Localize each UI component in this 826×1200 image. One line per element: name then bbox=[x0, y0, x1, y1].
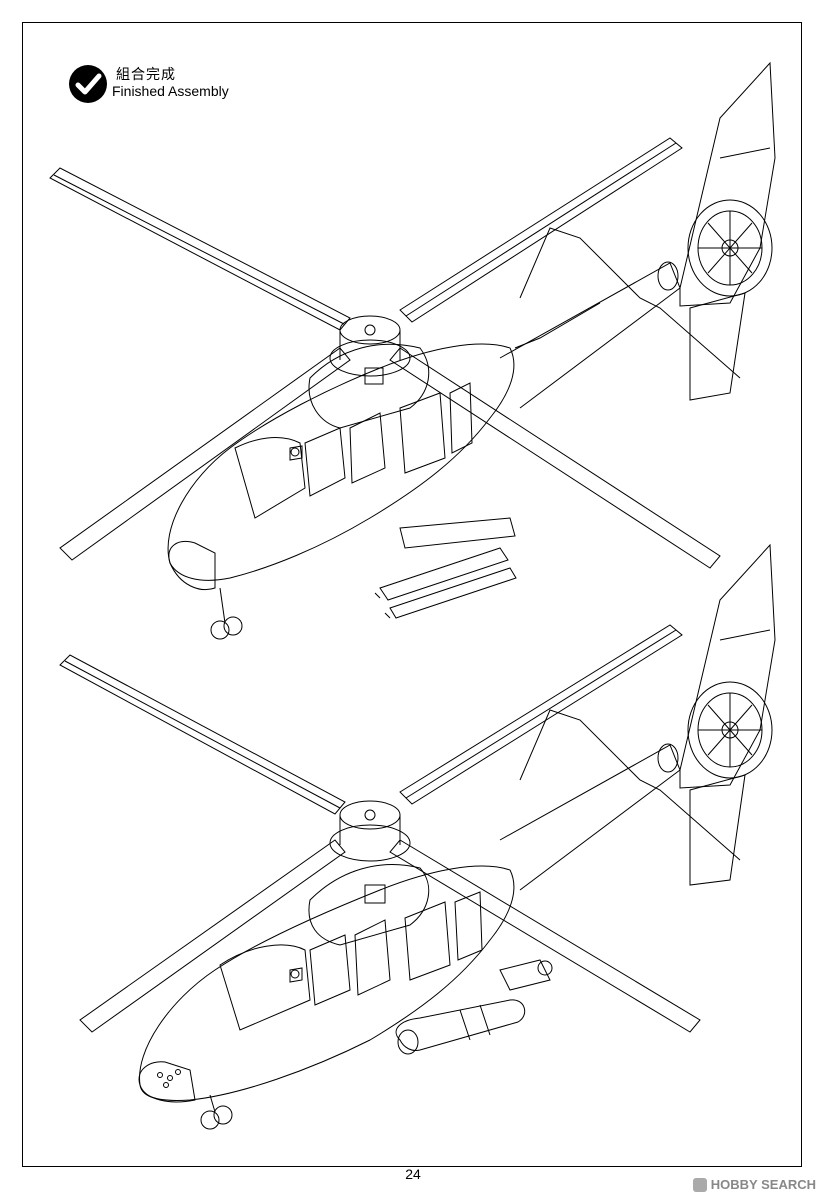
helicopter-illustration-bottom bbox=[40, 540, 800, 1150]
horizontal-stabilizer bbox=[520, 710, 745, 885]
tail-fin bbox=[680, 545, 775, 788]
rotor-blade-front-left bbox=[80, 840, 345, 1032]
tail-fin bbox=[680, 63, 775, 306]
rotor-hub bbox=[330, 801, 410, 861]
fenestron-fan bbox=[688, 682, 772, 778]
landing-gear bbox=[211, 588, 242, 639]
hobby-search-logo-icon bbox=[692, 1177, 707, 1192]
watermark: HOBBY SEARCH bbox=[692, 1177, 816, 1192]
rotor-blade-front-right bbox=[390, 348, 720, 568]
section-title-chinese: 組合完成 bbox=[116, 66, 176, 82]
helicopter-illustration-top bbox=[40, 48, 800, 648]
rotor-blade-front-left bbox=[60, 348, 350, 560]
tail-boom bbox=[500, 262, 680, 408]
horizontal-stabilizer bbox=[520, 228, 745, 400]
landing-gear bbox=[201, 1095, 232, 1129]
check-circle-icon bbox=[69, 65, 107, 103]
watermark-text: HOBBY SEARCH bbox=[710, 1177, 816, 1192]
rotor-blade-left bbox=[50, 168, 350, 330]
missile-rack bbox=[375, 518, 516, 618]
section-title-english: Finished Assembly bbox=[112, 83, 229, 99]
torpedo-pod bbox=[396, 960, 552, 1054]
fenestron-fan bbox=[688, 200, 772, 296]
nose bbox=[139, 1062, 195, 1102]
rotor-blade-right bbox=[400, 625, 682, 804]
fuselage bbox=[168, 344, 514, 580]
rotor-blade-left bbox=[60, 655, 345, 814]
rotor-blade-right bbox=[400, 138, 682, 322]
tail-boom bbox=[500, 744, 680, 890]
page-frame bbox=[22, 22, 802, 1167]
page-number: 24 bbox=[405, 1166, 421, 1182]
rotor-blade-front-right bbox=[390, 840, 700, 1032]
nose bbox=[169, 542, 215, 590]
fuselage bbox=[140, 865, 514, 1101]
